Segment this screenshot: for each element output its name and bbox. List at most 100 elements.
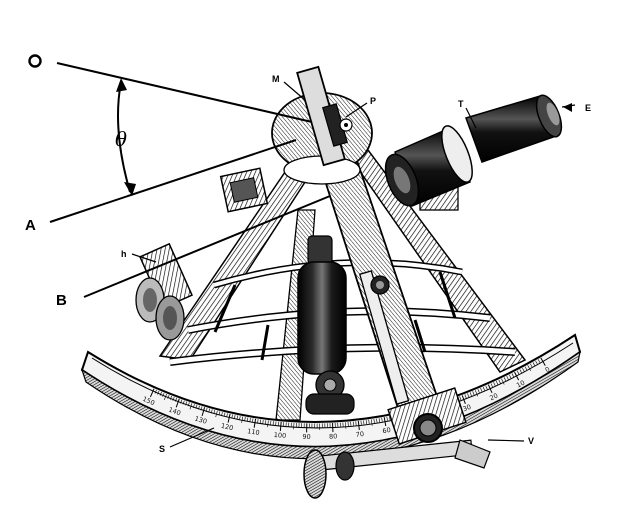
arc-tick [383, 417, 387, 427]
arc-tick [345, 422, 347, 429]
arc-tick [363, 420, 365, 425]
telescope [384, 94, 563, 211]
arc-tick [522, 367, 525, 372]
arc-tick [535, 360, 538, 365]
ray-a [49, 139, 297, 223]
arc-tick [215, 410, 218, 418]
arc-scale-number: 70 [355, 430, 364, 439]
label-a: A [25, 217, 36, 234]
arc-tick [373, 418, 375, 423]
arc-tick [259, 419, 261, 424]
arc-tick [378, 418, 380, 423]
arc-scale-number: 0 [544, 365, 552, 374]
arc-tick [376, 418, 378, 423]
arc-tick [241, 416, 244, 423]
arc-tick [381, 417, 383, 422]
arc-tick [503, 377, 507, 382]
arc-tick [264, 420, 267, 425]
arc-tick [218, 411, 221, 416]
arc-tick [195, 404, 198, 409]
sextant-frame [158, 148, 527, 421]
arc-scale-number: 10 [515, 379, 526, 390]
arc-tick [213, 410, 216, 415]
tangent-screw-knob [303, 449, 327, 499]
arc-tick [175, 398, 180, 408]
arc-tick [532, 362, 536, 366]
label-leaders [131, 81, 576, 448]
arc-tick [477, 389, 480, 393]
arc-tick [169, 395, 172, 400]
arc-tick [234, 414, 236, 419]
handle-mount-top [307, 235, 333, 265]
arc-tick [226, 413, 228, 418]
label-h: h [121, 249, 127, 259]
arc-tick [472, 391, 475, 396]
ray-o [56, 62, 313, 123]
arc-tick [487, 384, 493, 394]
arc-tick [249, 417, 251, 422]
theta-label: θ [115, 127, 127, 151]
arc-scale-number: 120 [220, 422, 234, 433]
arc-tick [192, 403, 195, 408]
arc-tick [221, 411, 223, 417]
arc-tick [162, 392, 165, 397]
index-arm [310, 139, 467, 445]
arc-scale-number: 20 [488, 392, 499, 403]
arc-tick [524, 366, 528, 371]
arc-tick [480, 387, 483, 392]
arc-tick [200, 406, 203, 411]
arc-tick [514, 371, 520, 381]
arc-scale-number: 130 [194, 415, 208, 426]
arc-tick [208, 408, 211, 413]
telescope-collar [441, 125, 473, 183]
arc-tick [370, 419, 373, 426]
label-p: P [370, 96, 376, 106]
arc-scale-number: 140 [167, 406, 181, 418]
arc-tick [279, 421, 282, 431]
arc-tick [210, 409, 213, 414]
arc-scale-number: 60 [382, 426, 392, 435]
point-o-marker [28, 54, 42, 68]
arc-tick [167, 394, 170, 399]
arc-scale-number: 100 [273, 431, 286, 440]
arc-tick [227, 413, 231, 423]
labels: A B M P T E h S V [25, 54, 591, 454]
arc-tick [262, 419, 264, 424]
arc-tick [267, 420, 269, 428]
arc-scale-number: 90 [302, 433, 310, 441]
tangent-screw [303, 439, 491, 499]
label-v: V [528, 436, 534, 446]
label-s: S [159, 444, 165, 454]
arc-tick [189, 403, 193, 410]
arc-tick [149, 388, 155, 398]
arc-tick [389, 416, 391, 421]
arc-tick [490, 383, 493, 388]
arc-scale-number: 110 [247, 427, 261, 437]
arc-underside [80, 350, 581, 460]
arc-tick [482, 386, 485, 391]
arc-tick [246, 417, 249, 422]
arc-tick [495, 380, 499, 385]
arc-tick [509, 374, 512, 379]
arc-tick [182, 400, 185, 405]
arc-tick [519, 369, 522, 374]
handle [297, 235, 355, 415]
arc-tick [511, 373, 514, 378]
arc-tick [493, 382, 496, 387]
index-shade-block [219, 167, 269, 213]
arc-tick [172, 396, 175, 401]
arc-tick [223, 412, 226, 417]
arc-tick [201, 407, 206, 416]
label-t: T [458, 99, 464, 109]
arc-tick [163, 393, 167, 401]
magnifier-support-rod [358, 270, 410, 405]
arc-tick [516, 370, 520, 375]
arc-tick [527, 365, 532, 372]
arc-tick [205, 407, 208, 412]
arc-tick [154, 389, 157, 394]
label-m: M [272, 74, 280, 84]
angle-arc [117, 81, 131, 193]
arc-tick [540, 357, 546, 366]
angle-theta: θ [115, 78, 136, 196]
